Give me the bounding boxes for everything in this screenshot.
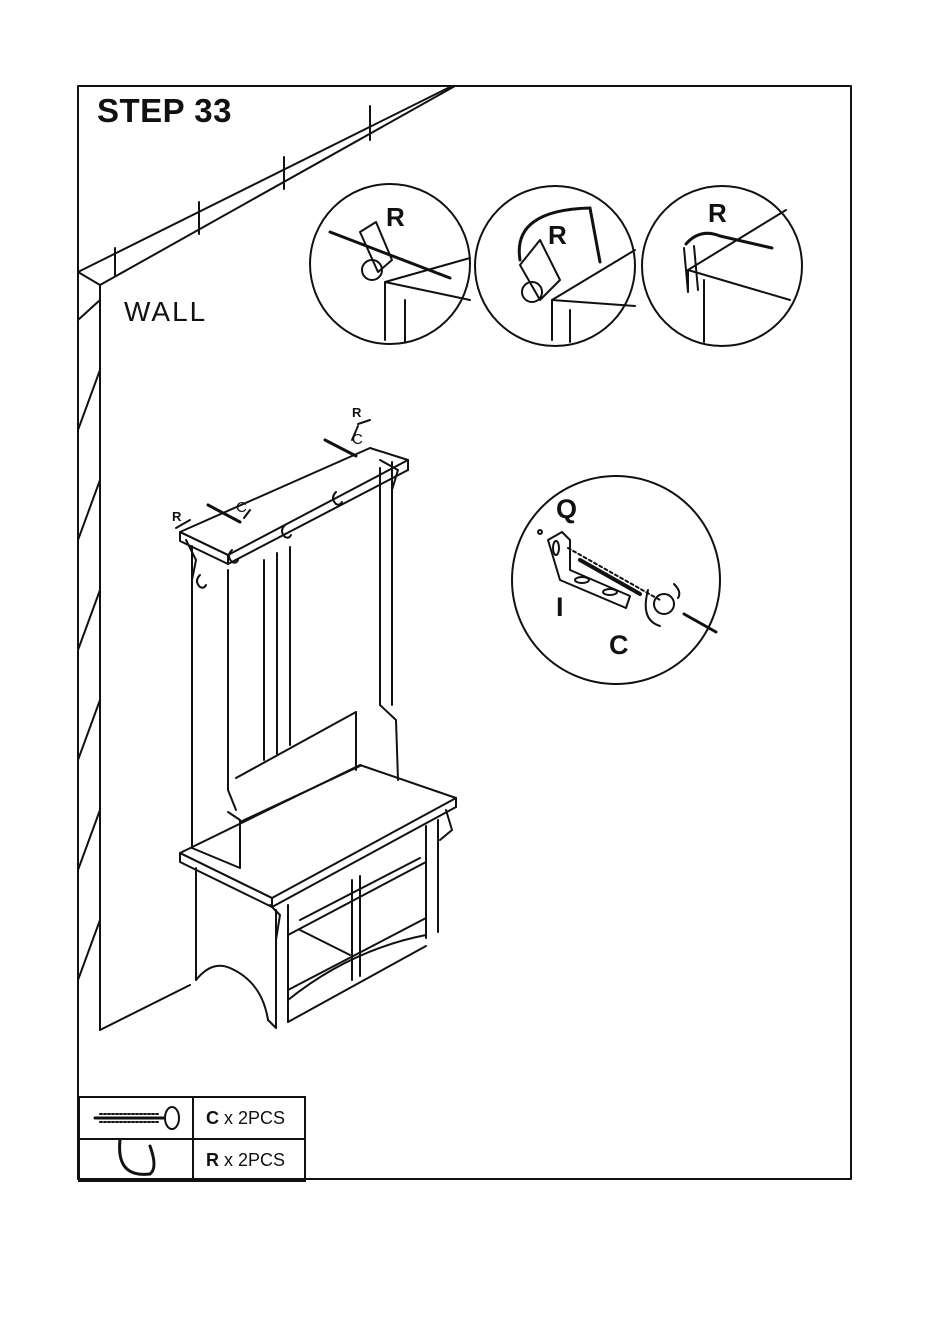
part-qty: x 2PCS <box>219 1108 285 1128</box>
bracket-label-i: I <box>556 594 564 621</box>
parts-icon-cell <box>79 1097 193 1139</box>
callout-right-c: C <box>352 432 363 447</box>
callout-left-r: R <box>172 510 181 523</box>
detail-2-label: R <box>548 222 567 248</box>
step-title: STEP 33 <box>97 92 232 130</box>
parts-qty-cell: C x 2PCS <box>193 1097 305 1139</box>
detail-1-label: R <box>386 204 405 230</box>
parts-qty-cell: R x 2PCS <box>193 1139 305 1181</box>
part-qty: x 2PCS <box>219 1150 285 1170</box>
parts-row: C x 2PCS <box>79 1097 305 1139</box>
part-code: C <box>206 1108 219 1128</box>
hall-tree-drawing <box>176 420 456 1028</box>
part-code: R <box>206 1150 219 1170</box>
parts-list: C x 2PCS R x 2PCS <box>78 1096 306 1182</box>
parts-row: R x 2PCS <box>79 1139 305 1181</box>
parts-icon-cell <box>79 1139 193 1181</box>
callout-left-c: C <box>236 500 247 515</box>
detail-3-label: R <box>708 200 727 226</box>
detail-circle-2 <box>475 186 635 346</box>
bracket-label-c: C <box>609 632 629 659</box>
page-frame <box>78 86 851 1179</box>
wall-label: WALL <box>124 296 207 328</box>
bracket-label-q: Q <box>556 496 577 523</box>
callout-right-r: R <box>352 406 361 419</box>
